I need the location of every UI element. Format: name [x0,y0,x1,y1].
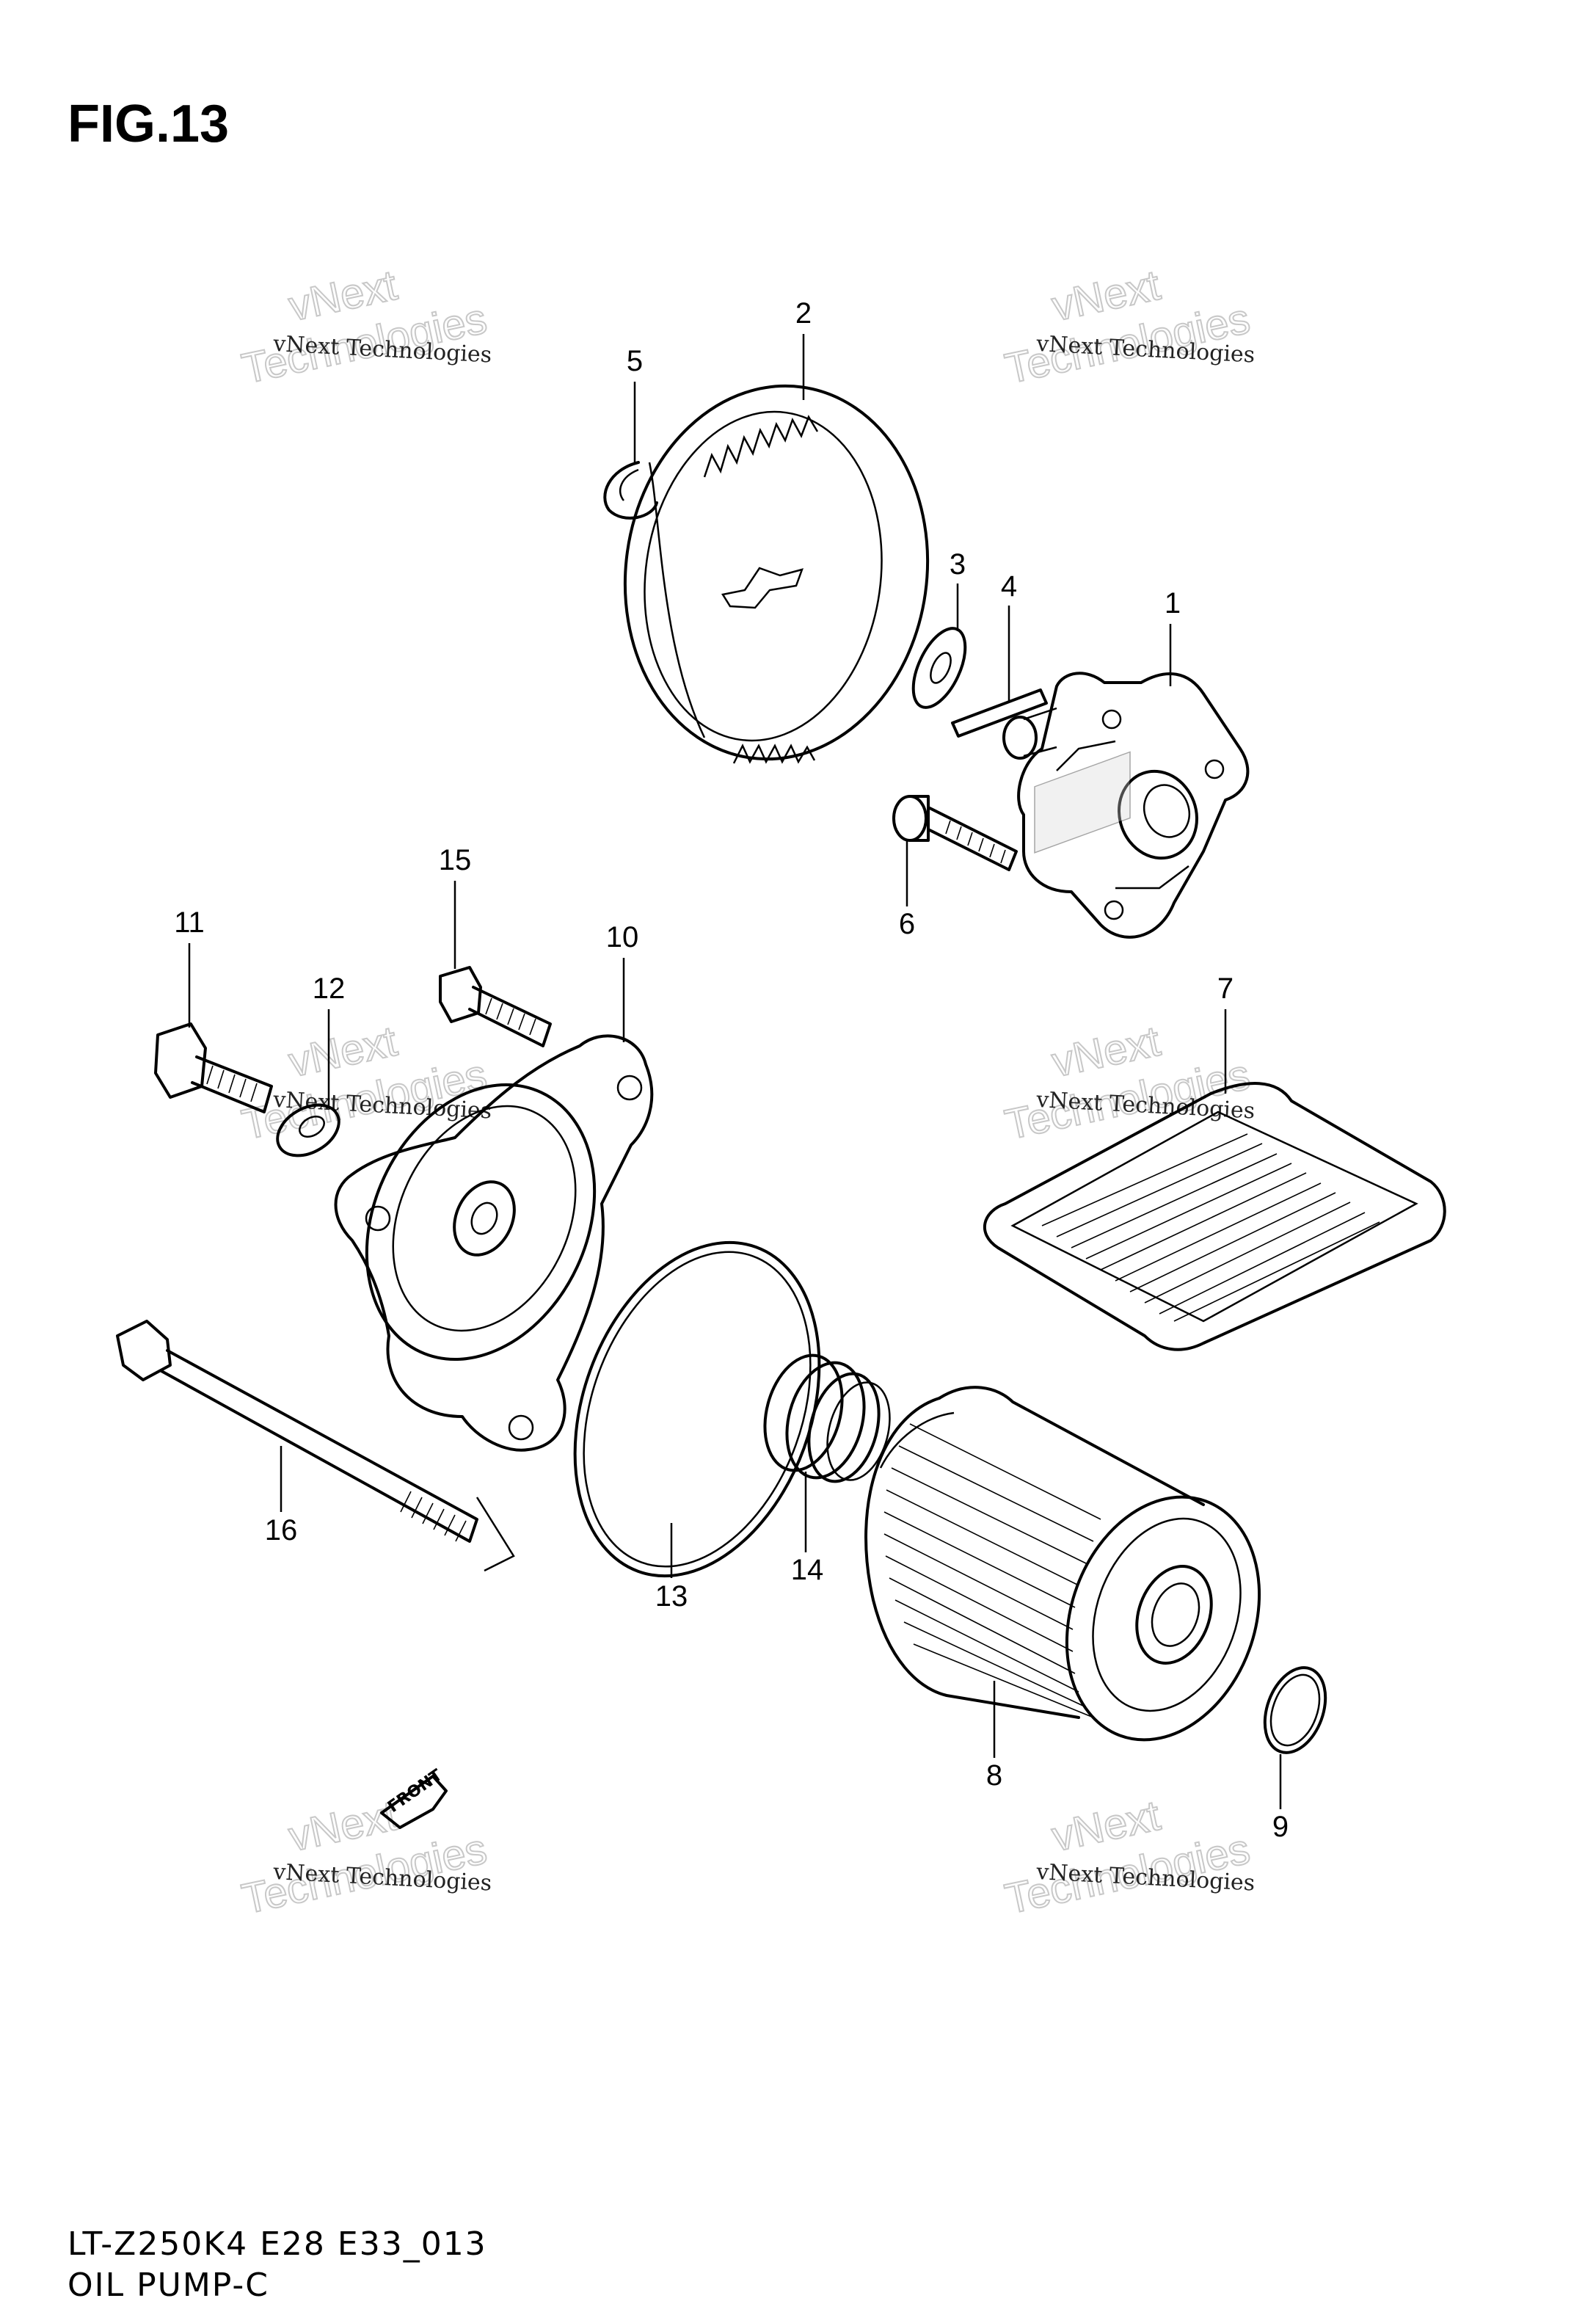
part-1-oil-pump [1002,672,1250,939]
model-code: LT-Z250K4 E28 E33_013 [68,2225,487,2263]
watermark-bottom-right: vNext Technologies [1000,1791,1255,1924]
part-14-spring [763,1353,891,1483]
callout-2: 2 [795,297,812,330]
callout-11: 11 [174,906,205,939]
callout-8: 8 [986,1759,1002,1792]
callout-5: 5 [627,345,643,377]
callout-9: 9 [1272,1811,1289,1843]
callout-12: 12 [313,973,346,1005]
part-7-oil-strainer [983,751,1446,1351]
part-10-oil-filter-cap [334,1034,654,1452]
watermark-bottom-left: vNext Technologies [237,1791,492,1924]
callout-3: 3 [950,548,966,581]
part-11-bolt [154,1022,273,1113]
figure-title: FIG.13 [68,95,230,153]
callout-7: 7 [1217,973,1234,1005]
callout-14: 14 [791,1554,824,1586]
callout-13: 13 [655,1580,688,1613]
callout-15: 15 [439,844,472,876]
part-4-pin [951,688,1048,738]
watermark-top-right: vNext Technologies [1000,261,1255,394]
section-name: OIL PUMP-C [68,2266,269,2304]
watermark-mid-right: vNext Technologies [1000,1017,1255,1150]
part-6-bolt [892,795,1018,871]
callout-6: 6 [899,908,915,940]
part-8-oil-filter [864,1386,1261,1742]
part-9-o-ring [1263,1666,1327,1754]
callout-16: 16 [265,1514,298,1546]
callout-labels: 1 2 3 4 5 6 7 8 9 10 11 12 13 14 15 16 [174,297,1289,1843]
part-12-washer [276,1103,340,1157]
part-13-o-ring [573,1240,821,1578]
part-3-washer [911,627,967,709]
front-marker-text: FRONT [385,1766,445,1817]
callout-1: 1 [1165,587,1181,619]
part-5-circlip [603,461,658,520]
callout-4: 4 [1001,570,1017,603]
part-15-bolt [439,966,552,1047]
watermark-top-left: vNext Technologies [237,261,492,394]
part-16-long-bolt [116,1320,515,1572]
part-2-oil-pump-gear [623,384,930,764]
leader-lines [188,334,1282,1809]
callout-10: 10 [606,921,639,953]
